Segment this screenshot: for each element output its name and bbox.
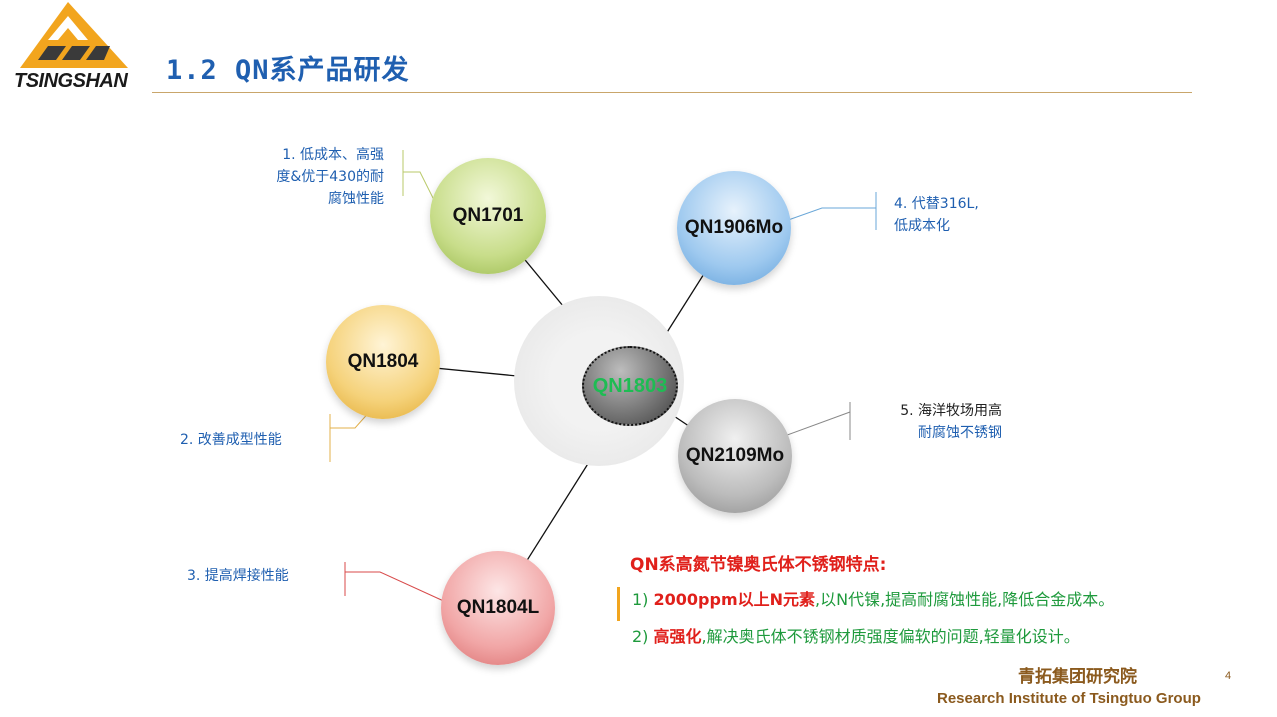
- feature-item-2-highlight: 高强化: [653, 627, 702, 646]
- feature-item-1-highlight: 2000ppm以上N元素: [653, 590, 816, 609]
- tsingshan-logo-icon: [20, 2, 128, 68]
- note-4: 4. 代替316L, 低成本化: [894, 193, 979, 237]
- product-qn1701: QN1701: [430, 158, 546, 274]
- product-qn1906mo-label: QN1906Mo: [684, 217, 784, 238]
- product-qn1701-label: QN1701: [452, 205, 524, 226]
- note-1-line-3: 腐蚀性能: [328, 191, 384, 207]
- feature-item-1-prefix: 1): [632, 590, 649, 609]
- product-qn1803-label: QN1803: [592, 374, 668, 397]
- product-qn1906mo: QN1906Mo: [677, 171, 791, 285]
- product-qn1804-label: QN1804: [347, 351, 419, 372]
- feature-item-2-text: ,解决奥氏体不锈钢材质强度偏软的问题,轻量化设计。: [701, 627, 1080, 646]
- note-4-line-1: 4. 代替316L,: [894, 196, 979, 212]
- product-qn1803: QN1803: [582, 346, 678, 426]
- note-1-line-1: 1. 低成本、高强: [282, 147, 384, 163]
- feature-item-1: 1) 2000ppm以上N元素,以N代镍,提高耐腐蚀性能,降低合金成本。: [632, 588, 1114, 612]
- note-5-line-2: 耐腐蚀不锈钢: [918, 425, 1002, 441]
- logo-text: TSINGSHAN: [14, 70, 128, 92]
- note-1-line-2: 度&优于430的耐: [276, 169, 384, 185]
- note-4-line-2: 低成本化: [894, 218, 950, 234]
- product-qn1804l: QN1804L: [441, 551, 555, 665]
- note-5-line-1: 5. 海洋牧场用高: [900, 403, 1002, 419]
- product-qn1804: QN1804: [326, 305, 440, 419]
- feature-item-2-prefix: 2): [632, 627, 649, 646]
- features-accent-bar: [617, 587, 620, 621]
- feature-item-1-text: ,以N代镍,提高耐腐蚀性能,降低合金成本。: [815, 590, 1115, 609]
- page-number: 4: [1225, 670, 1232, 682]
- institute-name-cn: 青拓集团研究院: [1018, 667, 1137, 687]
- institute-name-en: Research Institute of Tsingtuo Group: [937, 690, 1201, 707]
- features-title: QN系高氮节镍奥氏体不锈钢特点:: [630, 555, 887, 575]
- page-title: 1.2 QN系产品研发: [166, 55, 410, 86]
- feature-item-2: 2) 高强化,解决奥氏体不锈钢材质强度偏软的问题,轻量化设计。: [632, 625, 1080, 649]
- note-5: 5. 海洋牧场用高 耐腐蚀不锈钢: [862, 400, 1002, 444]
- product-qn1804l-label: QN1804L: [456, 597, 540, 618]
- note-3: 3. 提高焊接性能: [187, 568, 289, 584]
- note-2: 2. 改善成型性能: [180, 432, 282, 448]
- product-qn2109mo-label: QN2109Mo: [685, 445, 785, 466]
- note-1: 1. 低成本、高强 度&优于430的耐 腐蚀性能: [222, 144, 384, 210]
- product-qn2109mo: QN2109Mo: [678, 399, 792, 513]
- title-divider: [152, 92, 1192, 93]
